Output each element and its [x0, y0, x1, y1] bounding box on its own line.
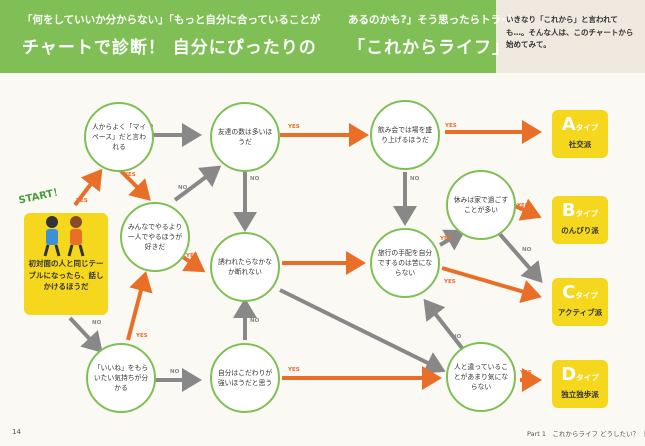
arrow-start-n3: [68, 316, 103, 353]
question-node-5: 誘われたらなかなか断れない: [210, 232, 280, 302]
header-subtitle-right: あるのかも?」そう思ったらトライ: [348, 14, 512, 26]
question-node-10: 休みは家で過ごすことが多い: [446, 170, 516, 240]
yes-label: YES: [288, 261, 300, 267]
question-node-8: 旅行の手配を自分でするのは苦にならない: [370, 228, 440, 298]
yes-label: YES: [517, 203, 529, 209]
header-title-left: チャートで診断！ 自分にぴったりの: [22, 38, 317, 58]
yes-label: YES: [124, 172, 136, 178]
yes-label: YES: [288, 367, 300, 373]
no-label: NO: [92, 320, 102, 326]
result-type-a: Aタイプ 社交派: [552, 110, 608, 158]
result-name: 独立独歩派: [561, 390, 599, 399]
result-suffix: タイプ: [575, 291, 598, 300]
result-letter: A: [561, 114, 576, 135]
no-label: NO: [410, 176, 420, 182]
arrow-start-n1: [73, 168, 103, 207]
result-type-d: Dタイプ 独立独歩派: [552, 360, 608, 408]
result-type-b: Bタイプ のんびり派: [552, 196, 608, 244]
no-label: NO: [452, 334, 462, 340]
arrow-n2-n5: [178, 251, 206, 273]
no-label: NO: [170, 369, 180, 375]
intro-note: いきなり「これから」と言われても…。そんな人は、このチャートから始めてみて。: [506, 15, 634, 49]
yes-label: YES: [288, 124, 300, 130]
arrow-n1-n2: [118, 168, 151, 201]
no-label: NO: [250, 318, 260, 324]
yes-label: YES: [445, 123, 457, 129]
result-letter: D: [561, 364, 577, 385]
yes-label: YES: [440, 236, 452, 242]
yes-label: YES: [520, 370, 532, 376]
yes-label: YES: [444, 279, 456, 285]
result-suffix: タイプ: [575, 123, 599, 132]
question-node-4: 友達の数は多いほうだ: [210, 102, 280, 172]
no-label: NO: [178, 185, 188, 191]
question-node-2: みんなでやるより一人でやるほうが好きだ: [120, 202, 190, 272]
arrow-n5-n9: [279, 288, 446, 374]
no-label: NO: [250, 176, 260, 182]
result-letter: C: [562, 282, 576, 303]
result-name: 社交派: [568, 140, 592, 149]
result-name: のんびり派: [561, 226, 599, 235]
page-number-left: 14: [12, 428, 21, 436]
people-illustration: [43, 216, 85, 257]
yes-label: YES: [76, 198, 88, 204]
arrow-n3-n2: [126, 271, 153, 341]
question-node-6: 自分はこだわりが強いほうだと思う: [210, 343, 280, 413]
result-letter: B: [561, 200, 576, 221]
result-name: アクティブ派: [557, 308, 603, 317]
page-number-right: Part 1 これからライフ どうしたい？ ｜ 15: [527, 430, 645, 438]
result-type-c: Cタイプ アクティブ派: [552, 278, 608, 326]
question-node-1: 人からよく「マイペース」だと言われる: [84, 102, 154, 172]
arrow-n9-n8: [423, 298, 464, 350]
arrow-n8-C: [441, 266, 542, 304]
arrow-n2-n4: [173, 165, 222, 202]
arrow-n10-C: [496, 230, 543, 284]
result-suffix: タイプ: [576, 373, 599, 382]
header-title-right: 「これからライフ」: [348, 38, 510, 58]
arrow-n8-n10: [438, 229, 466, 251]
intro-note-box: [496, 0, 645, 73]
start-box: [24, 213, 108, 315]
yes-label: YES: [136, 333, 148, 339]
question-node-7: 飲み会では場を盛り上げるほうだ: [370, 100, 440, 170]
header-subtitle-left: 「何をしていいか分からない」「もっと自分に合っていることが: [22, 14, 321, 26]
question-node-9: 人と違っていることがあまり気にならない: [446, 342, 516, 412]
question-node-3: 「いいね」をもらいたい気持ちが分かる: [86, 343, 156, 413]
no-label: NO: [522, 247, 532, 253]
result-suffix: タイプ: [575, 209, 599, 218]
start-question: 初対面の人と同じテーブルになったら、話しかけるほうだ: [28, 259, 104, 291]
yes-label: YES: [186, 253, 198, 259]
arrow-n10-B: [514, 198, 542, 221]
